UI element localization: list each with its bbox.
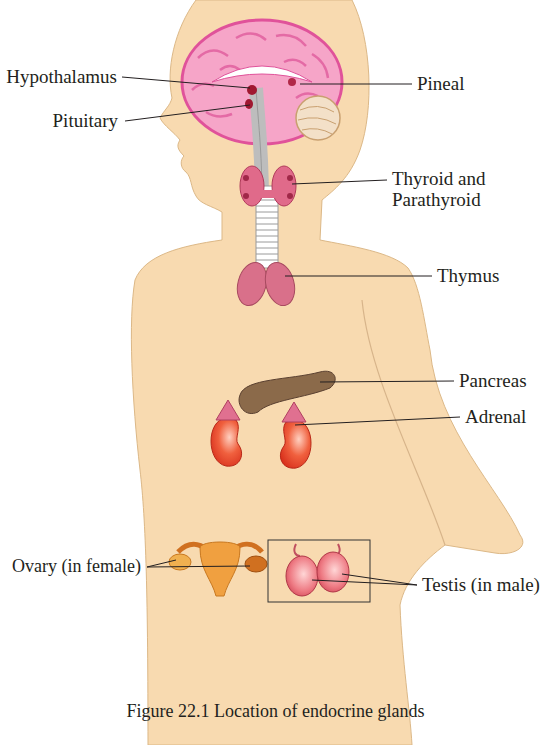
caption-holder: Figure 22.1 Location of endocrine glands — [0, 700, 551, 722]
uterus-ovaries — [169, 542, 267, 596]
gland-label: Pineal — [417, 73, 465, 94]
label-holder: Pineal — [417, 73, 465, 94]
gland-label: Hypothalamus — [6, 66, 117, 87]
kidneys — [211, 400, 311, 468]
label-holder: Thymus — [437, 265, 499, 286]
gland-label: Thymus — [437, 265, 499, 286]
thyroid — [240, 166, 296, 206]
pancreas — [239, 371, 335, 413]
gland-label: Pituitary — [53, 110, 118, 131]
label-holder: Adrenal — [465, 406, 526, 427]
gland-label: Testis (in male) — [422, 574, 540, 595]
arm-line — [362, 300, 445, 545]
leader-lines — [122, 77, 460, 585]
label-holder: Pancreas — [459, 370, 527, 391]
gland-label: Pancreas — [459, 370, 527, 391]
label-holder: Pituitary — [53, 110, 118, 131]
gland-label: Adrenal — [465, 406, 526, 427]
label-holder: Testis (in male) — [422, 574, 540, 595]
gland-label: Ovary (in female) — [12, 556, 141, 577]
label-holder: Hypothalamus — [6, 66, 117, 87]
figure-caption: Figure 22.1 Location of endocrine glands — [0, 700, 551, 722]
label-holder: Ovary (in female) — [12, 556, 141, 577]
gland-label: Thyroid and Parathyroid — [392, 168, 497, 210]
brain — [182, 20, 342, 200]
label-holder: Thyroid and Parathyroid — [392, 168, 497, 210]
thymus — [233, 259, 299, 309]
testis-inset — [268, 540, 370, 602]
